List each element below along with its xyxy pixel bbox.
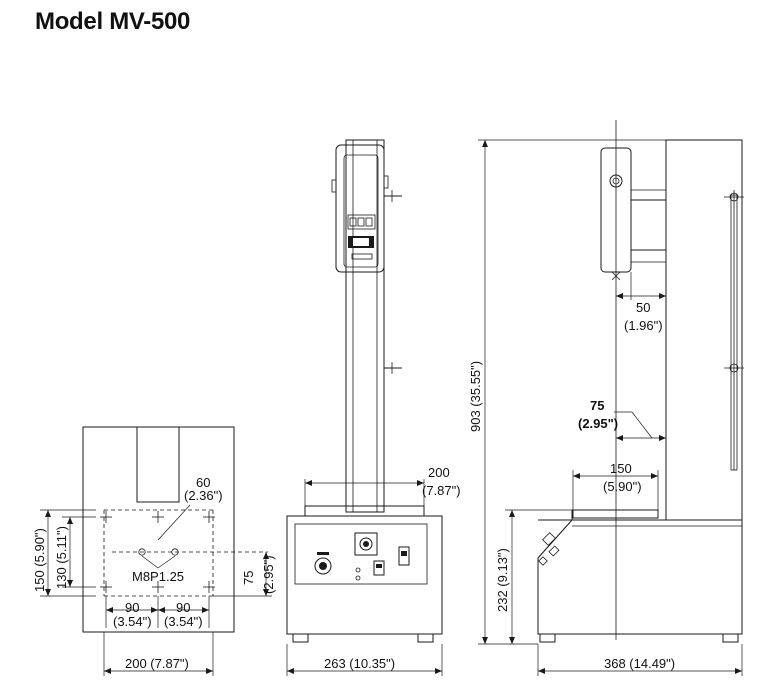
label-75-in: (2.95") — [261, 555, 276, 594]
label-60-in: (2.36") — [184, 488, 223, 503]
front-knob — [314, 557, 332, 575]
label-table-200: 200 — [428, 465, 450, 480]
label-height-903: 903 (35.55") — [468, 361, 483, 432]
label-throat-75-in: (2.95") — [578, 416, 618, 431]
side-view: 903 (35.55") 232 (9.13") 50 (1.96") 75 (… — [468, 120, 744, 676]
front-column — [345, 139, 385, 513]
front-table — [304, 505, 425, 517]
label-150: 150 (5.90") — [32, 528, 47, 592]
label-table-200-in: (7.87") — [422, 483, 461, 498]
label-130: 130 (5.11") — [54, 526, 69, 589]
label-throat-50: 50 — [636, 300, 650, 315]
label-throat-75: 75 — [590, 398, 604, 413]
side-carriage — [630, 199, 667, 251]
label-90-right: 90 — [176, 600, 190, 615]
label-90-left: 90 — [125, 600, 139, 615]
label-75: 75 — [241, 571, 256, 585]
label-throat-50-in: (1.96") — [624, 318, 663, 333]
force-gauge — [335, 144, 385, 273]
side-base — [537, 510, 743, 635]
label-side-depth: 368 (14.49") — [604, 656, 675, 671]
page-title: Model MV-500 — [35, 8, 191, 35]
label-thread: M8P1.25 — [132, 569, 184, 584]
label-table-150-in: (5.90") — [603, 479, 642, 494]
label-90-right-in: (3.54") — [164, 614, 203, 629]
side-table — [572, 509, 659, 519]
label-base-width: 200 (7.87") — [125, 656, 189, 671]
label-base-232: 232 (9.13") — [495, 548, 510, 612]
label-90-left-in: (3.54") — [113, 614, 152, 629]
label-60: 60 — [196, 475, 210, 490]
front-base — [286, 515, 443, 635]
top-view: 60 (2.36") M8P1.25 150 (5.90") 130 (5.11… — [32, 426, 276, 676]
front-switch — [398, 546, 410, 566]
front-view: 200 (7.87") 263 (10.35") — [286, 139, 461, 676]
mount-hole — [138, 548, 146, 556]
top-view-column — [136, 426, 180, 503]
label-table-150: 150 — [610, 461, 632, 476]
label-front-width: 263 (10.35") — [324, 656, 395, 671]
